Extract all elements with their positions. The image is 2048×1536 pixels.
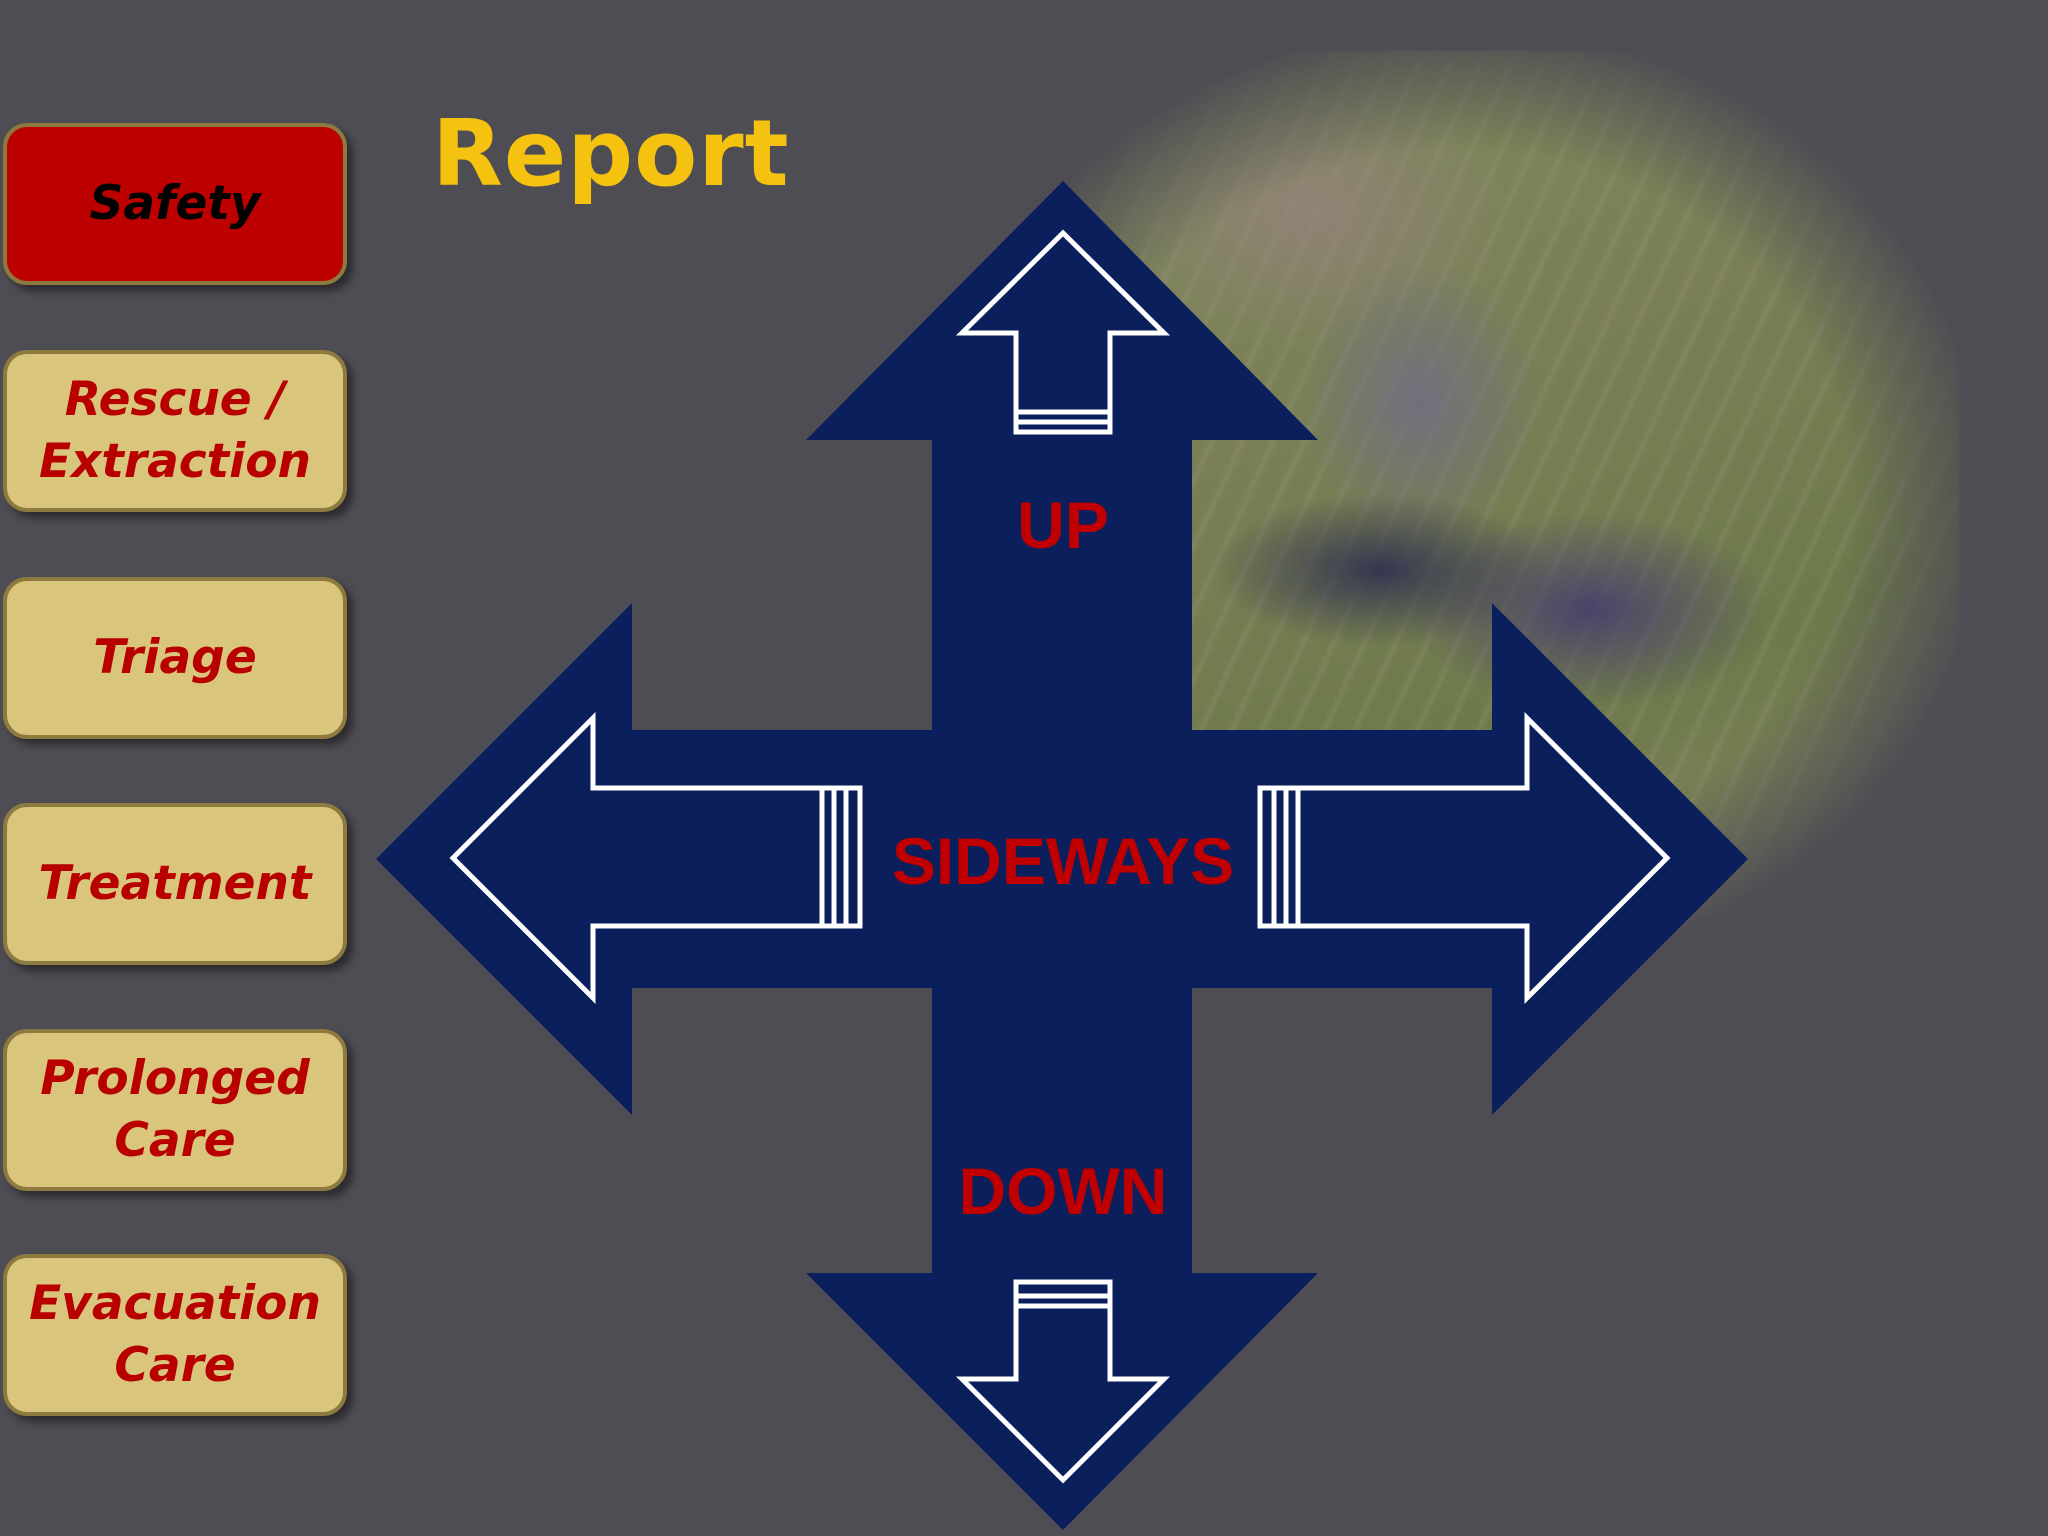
- up-label: UP: [1017, 488, 1109, 562]
- down-arrow-icon: [955, 1279, 1171, 1484]
- down-label: DOWN: [959, 1154, 1168, 1228]
- right-arrow-icon: [1257, 711, 1671, 1005]
- left-arrow-icon: [449, 711, 863, 1005]
- page-title: Report: [432, 100, 790, 207]
- cross-arrow-shape: [376, 181, 1748, 1530]
- nav-triage-button[interactable]: Triage: [3, 577, 347, 739]
- nav-evacuation-care-button[interactable]: Evacuation Care: [3, 1254, 347, 1416]
- up-arrow-icon: [955, 229, 1171, 435]
- nav-rescue-extraction-button[interactable]: Rescue / Extraction: [3, 350, 347, 512]
- nav-prolonged-care-button[interactable]: Prolonged Care: [3, 1029, 347, 1191]
- sideways-label: SIDEWAYS: [892, 824, 1234, 898]
- nav-safety-button[interactable]: Safety: [3, 123, 347, 285]
- nav-treatment-button[interactable]: Treatment: [3, 803, 347, 965]
